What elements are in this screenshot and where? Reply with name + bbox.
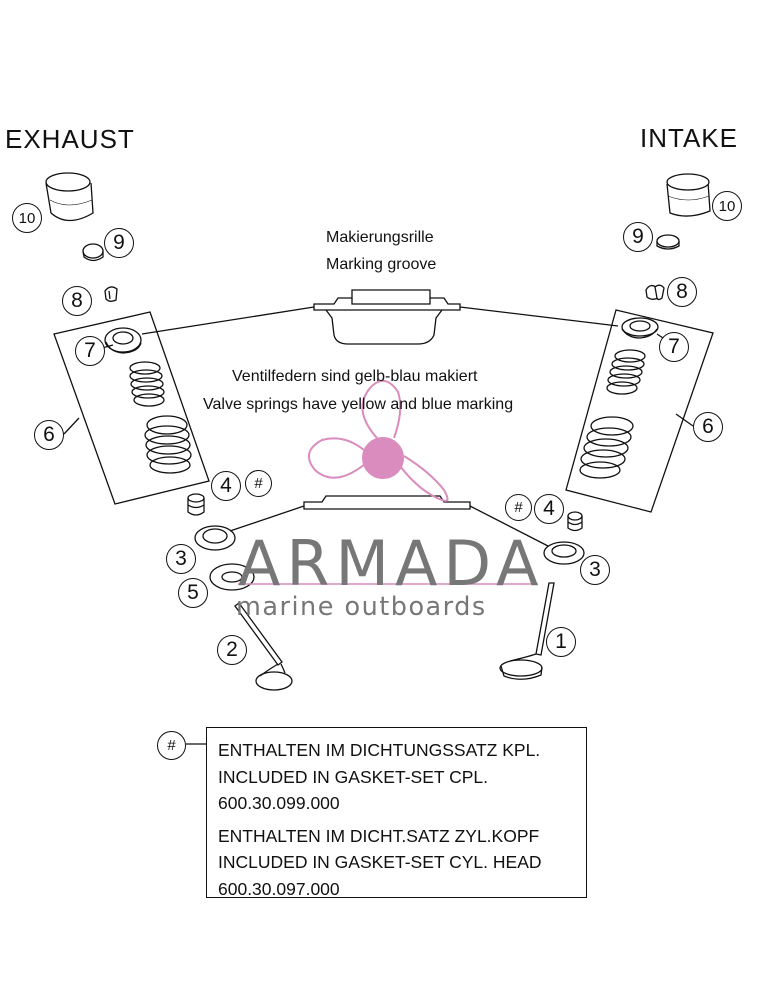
exhaust-spring-retainer xyxy=(104,327,142,354)
legend-line-3: 600.30.099.000 xyxy=(218,793,340,813)
legend-line-4: ENTHALTEN IM DICHT.SATZ ZYL.KOPF xyxy=(218,825,540,846)
callout-6-intake: 6 xyxy=(693,412,723,442)
callout-1: 1 xyxy=(546,627,576,657)
legend-line-5: INCLUDED IN GASKET-SET CYL. HEAD xyxy=(218,852,542,872)
seat-leader-left xyxy=(229,505,305,532)
callout-hash-intake: # xyxy=(505,494,532,521)
leader-6-left xyxy=(63,417,80,435)
groove-leader-right xyxy=(459,306,619,327)
callout-4-intake: 4 xyxy=(534,494,564,524)
marking-groove-detail xyxy=(313,289,461,345)
exhaust-spring-box xyxy=(53,311,210,505)
intake-shim xyxy=(656,234,680,250)
callout-8-intake: 8 xyxy=(667,277,697,307)
seat-leader-right xyxy=(469,505,549,547)
exhaust-valve-seal xyxy=(187,493,205,516)
groove-leader-left xyxy=(141,306,315,335)
intake-valve-seal xyxy=(567,511,583,532)
intake-large-spring xyxy=(579,416,634,479)
exhaust-valve xyxy=(234,602,293,691)
intake-tappet-cup xyxy=(666,173,711,217)
callout-8-exhaust: 8 xyxy=(62,286,92,316)
exhaust-spring-seat xyxy=(194,525,236,551)
intake-spring-box xyxy=(565,309,714,513)
intake-spring-seat xyxy=(543,541,585,565)
legend-box: ENTHALTEN IM DICHTUNGSSATZ KPL. INCLUDED… xyxy=(206,727,587,899)
exhaust-shim xyxy=(82,243,104,262)
callout-10-exhaust: 10 xyxy=(12,203,42,233)
callout-7-exhaust: 7 xyxy=(75,336,105,366)
intake-spring-retainer xyxy=(621,317,659,339)
callout-3-exhaust: 3 xyxy=(166,544,196,574)
callout-3-intake: 3 xyxy=(580,555,610,585)
callout-7-intake: 7 xyxy=(659,332,689,362)
groove-note-en: Marking groove xyxy=(326,256,437,273)
callout-9-exhaust: 9 xyxy=(104,228,134,258)
spring-note-de: Ventilfedern sind gelb-blau makiert xyxy=(232,368,478,385)
callout-6-exhaust: 6 xyxy=(34,420,64,450)
intake-label: INTAKE xyxy=(640,123,738,153)
exhaust-small-spring xyxy=(129,361,165,407)
legend-symbol: # xyxy=(157,731,186,760)
spring-seat-detail xyxy=(303,495,471,510)
watermark-propeller xyxy=(307,380,449,502)
exhaust-valve-keepers xyxy=(104,286,118,302)
exhaust-tappet-cup xyxy=(45,172,94,222)
exhaust-label: EXHAUST xyxy=(5,124,135,154)
exhaust-large-spring xyxy=(144,415,192,474)
callout-10-intake: 10 xyxy=(712,191,742,221)
callout-9-intake: 9 xyxy=(623,222,653,252)
callout-4-exhaust: 4 xyxy=(211,471,241,501)
legend-line-1: ENTHALTEN IM DICHTUNGSSATZ KPL. xyxy=(218,740,541,760)
watermark-title: ARMADA xyxy=(238,527,545,600)
intake-valve xyxy=(499,582,555,680)
intake-valve-keepers xyxy=(645,284,665,301)
spring-note-en: Valve springs have yellow and blue marki… xyxy=(203,396,514,413)
callout-5: 5 xyxy=(178,578,208,608)
legend-line-6: 600.30.097.000 xyxy=(218,878,340,899)
watermark-subtitle: marine outboards xyxy=(236,592,487,622)
leader-6-right xyxy=(675,413,694,427)
legend-line-2: INCLUDED IN GASKET-SET CPL. xyxy=(218,766,489,787)
intake-small-spring xyxy=(606,349,646,395)
groove-note-de: Makierungsrille xyxy=(326,229,434,246)
callout-hash-exhaust: # xyxy=(245,470,272,497)
callout-2: 2 xyxy=(217,635,247,665)
